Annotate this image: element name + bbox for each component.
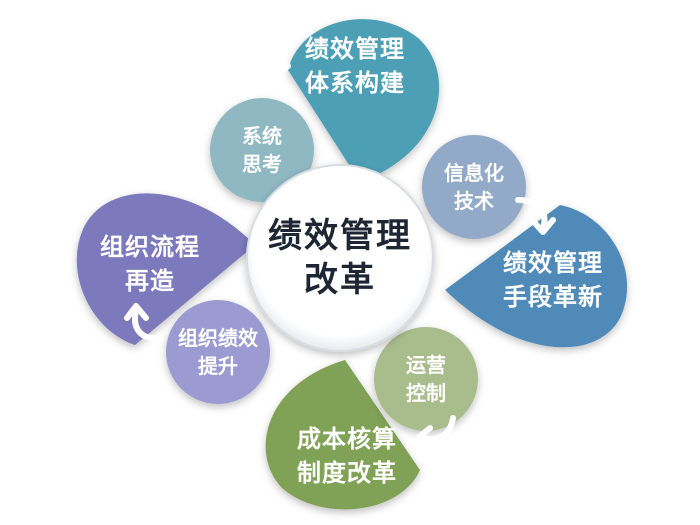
petal-left-shape: [76, 193, 255, 345]
arrow-bottom-icon: [419, 415, 456, 443]
bubble-bottom-label: 运营 控制: [376, 349, 476, 409]
arrow-top-icon: [250, 62, 287, 98]
arrow-top-icon-head: [272, 52, 291, 79]
bubble-left-line2: 提升: [198, 354, 238, 378]
center-label: 绩效管理 改革: [250, 210, 430, 306]
arrow-left-icon: [132, 307, 163, 342]
bubble-right-line1: 信息化: [444, 161, 504, 185]
bubble-top-line1: 系统: [242, 124, 282, 148]
center-line2: 改革: [304, 260, 376, 300]
bubble-top-label: 系统 思考: [212, 120, 312, 180]
petal-left: [76, 193, 255, 345]
petal-left-line2: 再造: [125, 267, 175, 295]
petal-bottom-line1: 成本核算: [297, 425, 397, 453]
petal-right-shape: [445, 205, 628, 348]
bubble-right-shape: [422, 135, 526, 239]
petal-top: [288, 19, 440, 182]
center-circle: [246, 164, 434, 352]
arrow-right-icon: [515, 197, 548, 231]
bubble-right-line2: 技术: [454, 189, 494, 213]
bubble-top-line2: 思考: [242, 152, 282, 176]
arrow-right-icon-head: [530, 217, 556, 235]
bubble-left-line1: 组织绩效: [178, 326, 258, 350]
petal-bottom-label: 成本核算 制度改革: [282, 420, 412, 492]
petal-top-line1: 绩效管理: [305, 35, 405, 63]
petal-right: [445, 205, 628, 348]
petal-bottom-line2: 制度改革: [297, 459, 397, 487]
arrow-bottom-icon-head: [415, 425, 433, 451]
bubble-right-label: 信息化 技术: [424, 157, 524, 217]
bubble-bottom-line2: 控制: [406, 381, 446, 405]
petal-bottom-shape: [265, 360, 420, 510]
center-line1: 绩效管理: [268, 216, 412, 256]
petal-right-label: 绩效管理 手段革新: [488, 244, 618, 316]
bubble-bottom-shape: [374, 327, 478, 431]
petal-bottom: [265, 360, 420, 510]
bubble-top-shape: [210, 98, 314, 202]
bubble-left-shape: [166, 300, 270, 404]
petal-right-line1: 绩效管理: [503, 249, 603, 277]
petal-top-shape: [288, 19, 440, 182]
petal-right-line2: 手段革新: [503, 283, 603, 311]
petal-top-label: 绩效管理 体系构建: [290, 30, 420, 102]
bubble-left-label: 组织绩效 提升: [163, 322, 273, 382]
petal-left-label: 组织流程 再造: [85, 228, 215, 300]
petal-left-line1: 组织流程: [100, 233, 200, 261]
arrow-left-icon-head: [124, 303, 149, 321]
bubble-bottom-line1: 运营: [406, 353, 446, 377]
petal-top-line2: 体系构建: [305, 69, 405, 97]
